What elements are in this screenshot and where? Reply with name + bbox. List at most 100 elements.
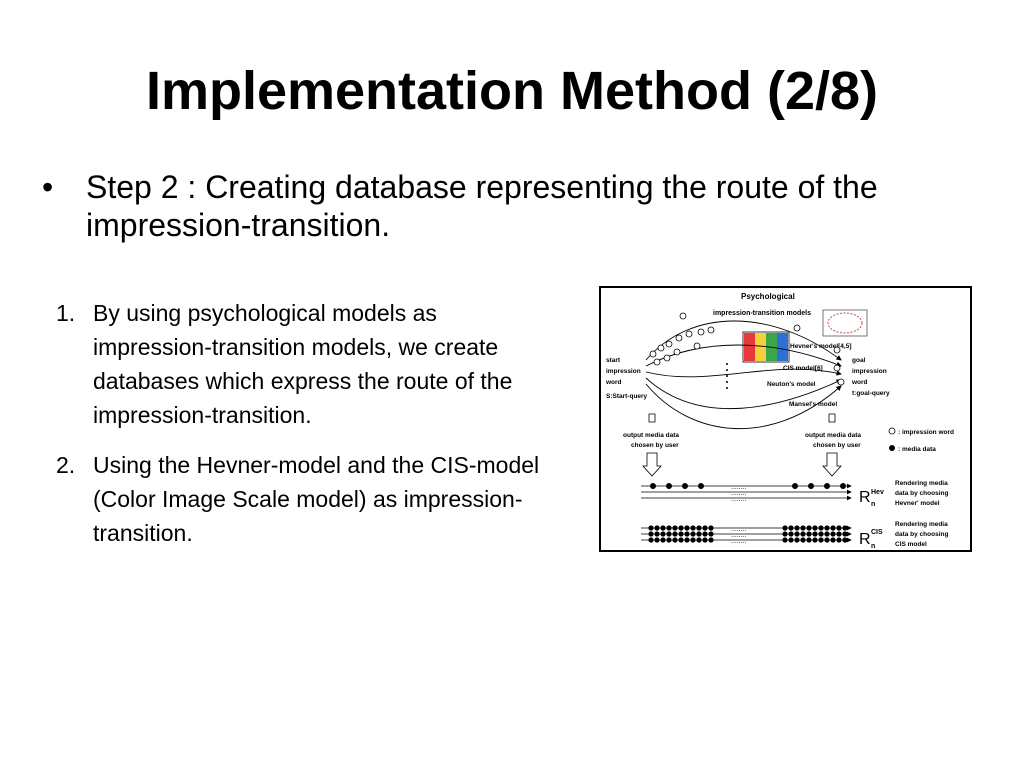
media-data-dot bbox=[842, 525, 848, 531]
svg-text:S:Start-query: S:Start-query bbox=[606, 393, 648, 400]
svg-text:CIS model: CIS model bbox=[895, 541, 927, 548]
media-data-dot bbox=[824, 531, 830, 537]
media-data-dot bbox=[684, 525, 690, 531]
svg-text:: impression word: : impression word bbox=[898, 429, 954, 436]
media-data-dot bbox=[794, 537, 800, 543]
media-data-dot bbox=[806, 525, 812, 531]
media-data-dot bbox=[836, 525, 842, 531]
svg-text:impression: impression bbox=[606, 368, 641, 375]
goal-word-labels: goal impression word t:goal-query bbox=[851, 357, 890, 397]
media-data-dot bbox=[830, 531, 836, 537]
media-data-dot bbox=[782, 531, 788, 537]
media-data-dot bbox=[836, 531, 842, 537]
media-data-dot bbox=[666, 525, 672, 531]
svg-text:........: ........ bbox=[731, 538, 747, 545]
diagram-legend: : impression word : media data bbox=[888, 427, 954, 453]
svg-text:chosen by user: chosen by user bbox=[813, 442, 861, 449]
media-data-dot bbox=[812, 525, 818, 531]
svg-text:Hev: Hev bbox=[871, 489, 884, 496]
media-data-dot bbox=[842, 537, 848, 543]
media-data-dot bbox=[690, 531, 696, 537]
list-item: 1. By using psychological models as impr… bbox=[56, 296, 556, 432]
svg-text:data by choosing: data by choosing bbox=[895, 531, 948, 538]
svg-text:........: ........ bbox=[731, 484, 747, 491]
svg-text:........: ........ bbox=[731, 532, 747, 539]
svg-text:chosen by user: chosen by user bbox=[631, 442, 679, 449]
media-data-dot bbox=[812, 531, 818, 537]
media-data-dot bbox=[654, 525, 660, 531]
media-data-dot bbox=[806, 537, 812, 543]
hevner-rendering-row: ........ ........ ........ bbox=[641, 483, 852, 503]
svg-text:output media data: output media data bbox=[805, 432, 861, 439]
svg-text:........: ........ bbox=[731, 496, 747, 503]
media-data-dot bbox=[830, 537, 836, 543]
media-data-dot bbox=[788, 537, 794, 543]
svg-text:........: ........ bbox=[731, 490, 747, 497]
svg-text:output media data: output media data bbox=[623, 432, 679, 439]
media-data-dot bbox=[672, 531, 678, 537]
media-data-dot bbox=[696, 531, 702, 537]
diagram-canvas: Psychological impression-transition mode… bbox=[605, 292, 954, 550]
svg-text:CIS: CIS bbox=[871, 529, 883, 536]
media-data-dot bbox=[782, 537, 788, 543]
down-arrows bbox=[642, 413, 842, 477]
r-hev-symbol: R Hev n bbox=[859, 489, 884, 508]
list-item-text: By using psychological models as impress… bbox=[93, 300, 513, 428]
r-cis-symbol: R CIS n bbox=[859, 529, 883, 550]
main-bullet-text: Step 2 : Creating database representing … bbox=[86, 169, 878, 243]
media-data-dot bbox=[684, 531, 690, 537]
media-data-dot bbox=[648, 537, 654, 543]
svg-text:n: n bbox=[871, 543, 875, 550]
media-data-dot bbox=[794, 531, 800, 537]
list-item-text: Using the Hevner-model and the CIS-model… bbox=[93, 452, 540, 546]
cis-rendering-row: ........ ........ ........ bbox=[641, 525, 852, 545]
media-data-dot bbox=[678, 537, 684, 543]
impression-word-circles bbox=[649, 312, 845, 386]
media-data-dot bbox=[690, 537, 696, 543]
media-data-dot bbox=[818, 531, 824, 537]
media-data-dot bbox=[672, 525, 678, 531]
media-data-dot bbox=[836, 537, 842, 543]
figure-title-line1: Psychological bbox=[741, 292, 795, 301]
media-data-dot bbox=[660, 531, 666, 537]
media-data-dot bbox=[800, 537, 806, 543]
hevner-circle-image bbox=[822, 309, 868, 337]
svg-text:impression: impression bbox=[852, 368, 887, 375]
bullet-dot: • bbox=[42, 169, 54, 205]
media-data-dot bbox=[818, 537, 824, 543]
svg-text:word: word bbox=[851, 379, 868, 386]
media-data-dot bbox=[678, 531, 684, 537]
media-data-dot bbox=[830, 525, 836, 531]
render-cis-label: Rendering media data by choosing CIS mod… bbox=[895, 521, 948, 548]
media-data-dot bbox=[794, 525, 800, 531]
media-data-dot bbox=[702, 525, 708, 531]
media-data-dot bbox=[672, 537, 678, 543]
list-item-number: 1. bbox=[56, 300, 76, 326]
svg-text:word: word bbox=[605, 379, 622, 386]
transition-diagram: Psychological impression-transition mode… bbox=[599, 286, 972, 552]
start-word-labels: start impression word S:Start-query bbox=[605, 357, 648, 400]
media-data-dot bbox=[666, 537, 672, 543]
svg-text:n: n bbox=[871, 501, 875, 508]
svg-text:goal: goal bbox=[852, 357, 866, 364]
media-data-dot bbox=[702, 537, 708, 543]
media-data-dot bbox=[696, 525, 702, 531]
numbered-list: 1. By using psychological models as impr… bbox=[56, 296, 556, 566]
svg-text:Rendering media: Rendering media bbox=[895, 480, 948, 487]
media-data-dot bbox=[800, 531, 806, 537]
media-data-dot bbox=[788, 531, 794, 537]
media-data-dot bbox=[654, 537, 660, 543]
output-right-label: output media data chosen by user bbox=[805, 432, 861, 449]
media-data-dot bbox=[648, 525, 654, 531]
media-data-dot bbox=[660, 537, 666, 543]
media-data-dot bbox=[648, 531, 654, 537]
media-data-dot bbox=[824, 525, 830, 531]
media-data-dot bbox=[842, 531, 848, 537]
slide-title: Implementation Method (2/8) bbox=[145, 61, 879, 121]
svg-text:........: ........ bbox=[731, 526, 747, 533]
svg-text:Rendering media: Rendering media bbox=[895, 521, 948, 528]
media-data-dot bbox=[702, 531, 708, 537]
svg-text:t:goal-query: t:goal-query bbox=[852, 390, 890, 397]
svg-text:: media data: : media data bbox=[898, 446, 936, 453]
media-data-dot bbox=[708, 525, 714, 531]
